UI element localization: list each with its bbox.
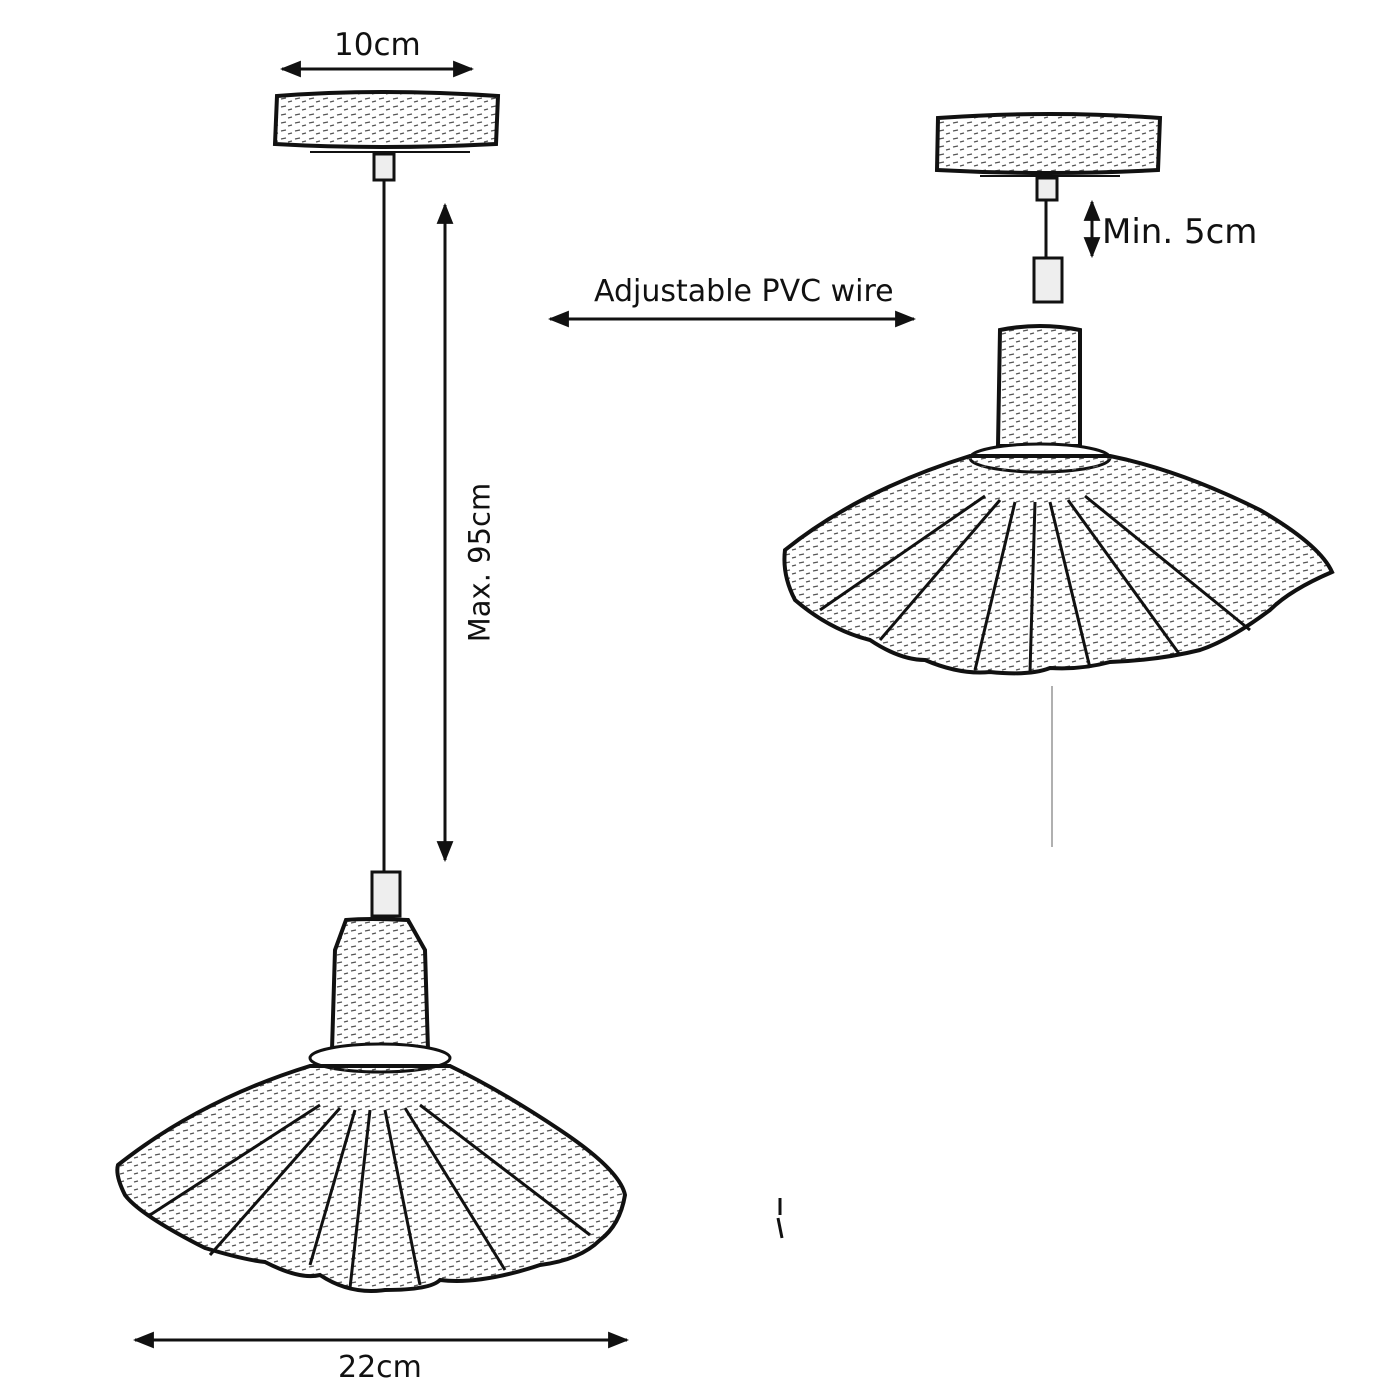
ceiling-rose (934, 112, 1163, 175)
min-drop-label: Min. 5cm (1102, 212, 1258, 252)
lamp-holder-cap (370, 870, 402, 918)
lamp-holder-cap (1032, 256, 1064, 304)
lamp-socket (995, 324, 1082, 448)
ceiling-rose-width-label: 10cm (334, 27, 421, 63)
scalloped-shade (115, 1064, 628, 1293)
scalloped-shade (782, 454, 1335, 676)
left-lamp (115, 60, 630, 1349)
cable-length-label: Max. 95cm (462, 482, 497, 643)
shade-diameter-label: 22cm (338, 1350, 422, 1385)
right-lamp (782, 112, 1335, 847)
ceiling-rose (272, 90, 501, 149)
lamp-socket (329, 917, 431, 1052)
cable-grip (1035, 176, 1059, 202)
stray-mark (776, 1198, 784, 1239)
cable-grip (372, 152, 396, 182)
adjustable-wire-label: Adjustable PVC wire (594, 274, 894, 309)
